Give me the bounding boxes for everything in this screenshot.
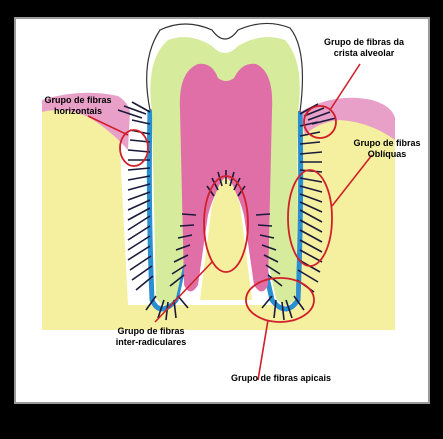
label-horizontais: Grupo de fibras horizontais	[30, 95, 126, 117]
label-obliquas: Grupo de fibras Oblíquas	[345, 138, 429, 160]
label-inter-radiculares: Grupo de fibras inter-radiculares	[96, 326, 206, 348]
label-crista-alveolar: Grupo de fibras da crista alveolar	[316, 37, 412, 59]
label-apicais: Grupo de fibras apicais	[206, 373, 356, 384]
